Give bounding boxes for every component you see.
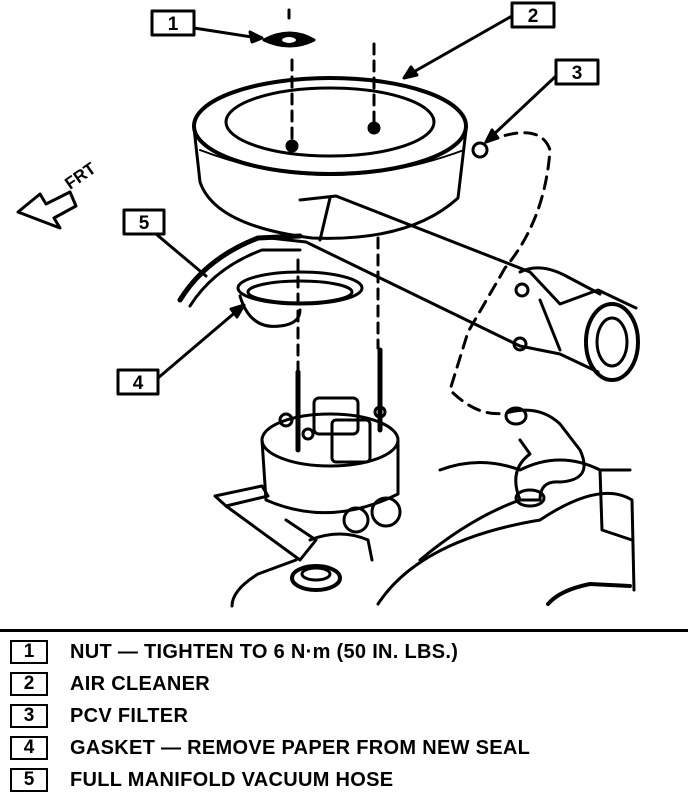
front-label: FRT [61, 158, 99, 193]
legend-number: 3 [10, 704, 48, 728]
callout-5-label: 5 [139, 213, 150, 234]
callout-2-label: 2 [528, 6, 539, 27]
divider [0, 629, 688, 632]
vacuum-hose [177, 233, 303, 308]
air-cleaner-housing [192, 42, 489, 240]
callout-5: 5 [122, 208, 208, 278]
legend-number: 2 [10, 672, 48, 696]
legend-item: 3 PCV FILTER [10, 700, 680, 732]
legend-item: 4 GASKET — REMOVE PAPER FROM NEW SEAL [10, 732, 680, 764]
legend-text: PCV FILTER [70, 704, 189, 727]
intake-manifold [230, 458, 636, 608]
legend-number: 5 [10, 768, 48, 792]
callout-1: 1 [150, 9, 264, 44]
legend-item: 2 AIR CLEANER [10, 668, 680, 700]
legend-text: GASKET — REMOVE PAPER FROM NEW SEAL [70, 736, 531, 759]
legend-text: AIR CLEANER [70, 672, 210, 695]
front-arrow-icon: FRT [16, 158, 100, 230]
callout-3-label: 3 [572, 63, 583, 84]
air-cleaner-snorkel [268, 194, 640, 382]
wing-nut-icon [262, 8, 316, 48]
filler-cap-icon [290, 564, 342, 592]
callout-1-label: 1 [168, 14, 179, 35]
callout-4-label: 4 [133, 373, 144, 394]
legend-item: 1 NUT — TIGHTEN TO 6 N·m (50 IN. LBS.) [10, 636, 680, 668]
fuel-line-bracket [213, 484, 270, 508]
legend: 1 NUT — TIGHTEN TO 6 N·m (50 IN. LBS.) 2… [10, 636, 680, 796]
throttle-body [260, 347, 402, 534]
legend-text: NUT — TIGHTEN TO 6 N·m (50 IN. LBS.) [70, 640, 459, 663]
callout-4: 4 [116, 303, 246, 396]
pcv-line [448, 131, 552, 416]
legend-number: 4 [10, 736, 48, 760]
callout-2: 2 [402, 1, 556, 80]
legend-number: 1 [10, 640, 48, 664]
legend-text: FULL MANIFOLD VACUUM HOSE [70, 768, 394, 791]
gasket [236, 270, 364, 328]
legend-item: 5 FULL MANIFOLD VACUUM HOSE [10, 764, 680, 796]
vacuum-elbow [504, 406, 586, 508]
callout-3: 3 [484, 58, 600, 144]
air-cleaner-diagram: 1 2 3 [16, 1, 640, 608]
